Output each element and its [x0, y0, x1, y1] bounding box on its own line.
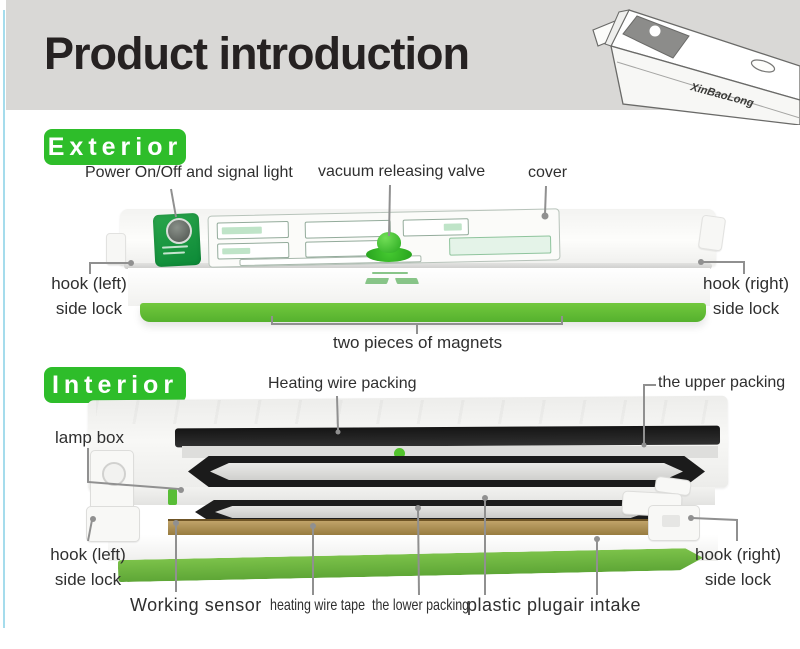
label-magnets: two pieces of magnets	[333, 333, 503, 352]
interior-left-latch	[86, 506, 140, 542]
vacuum-valve-knob	[377, 232, 401, 253]
interior-lid-gap	[182, 446, 718, 458]
interior-right-hook	[648, 505, 700, 541]
drawing-front-face	[610, 45, 800, 125]
label-working-sensor: Working sensor	[130, 595, 262, 615]
exterior-device-body	[128, 268, 710, 306]
label-vacuum-valve: vacuum releasing valve	[318, 163, 486, 180]
product-line-drawing: XinBaoLong	[592, 9, 800, 125]
power-button-icon	[166, 218, 192, 244]
vacuum-valve-base	[366, 247, 412, 262]
label-lower-packing: the lower packing	[372, 597, 470, 614]
exterior-device-lid-seam	[124, 263, 712, 269]
label-exterior-hook-right: hook (right) side lock	[703, 274, 789, 318]
label-exterior-hook-left: hook (left) side lock	[51, 274, 127, 318]
exterior-left-hook-tab	[106, 233, 126, 265]
label-upper-packing: the upper packing	[658, 374, 786, 391]
section-pill-exterior: Exterior	[44, 129, 186, 165]
label-air-intake: air intake	[563, 595, 642, 615]
instruction-note	[449, 235, 552, 256]
label-interior-hook-left: hook (left) side lock	[50, 545, 126, 589]
drawing-valve	[750, 59, 776, 73]
page-title: Product introduction	[44, 28, 470, 79]
drawing-end-face	[604, 9, 630, 47]
label-heating-wire-tape: heating wire tape	[270, 597, 366, 614]
lamp-box-lens	[102, 462, 126, 486]
interior-green-indicator	[394, 448, 405, 459]
upper-packing-strip	[174, 425, 721, 448]
interior-lid-ribs	[96, 400, 720, 424]
cover-logo-mark	[364, 278, 390, 284]
instruction-diagram	[217, 241, 290, 260]
section-pill-interior: Interior	[44, 367, 186, 403]
cover-logo-mark	[394, 278, 420, 284]
label-cover: cover	[528, 164, 568, 181]
instruction-diagram	[216, 220, 289, 240]
page-left-border	[3, 10, 5, 628]
label-lamp-box: lamp box	[55, 428, 124, 447]
label-interior-hook-right: hook (right) side lock	[695, 545, 781, 589]
interior-right-hook-notch	[662, 515, 680, 527]
instruction-diagram	[402, 218, 469, 237]
exterior-right-hook-tab	[697, 214, 727, 252]
label-heating-wire-packing: Heating wire packing	[268, 375, 417, 392]
label-plastic-plug: plastic plug	[467, 595, 564, 615]
working-sensor-led	[168, 489, 177, 505]
lid-gasket-inner	[210, 463, 683, 480]
cover-print-mark	[372, 272, 408, 274]
drawing-power-light	[649, 25, 661, 37]
exterior-device-green-stripe	[140, 303, 706, 322]
label-power-light: Power On/Off and signal light	[85, 164, 293, 181]
drawing-seam-line	[616, 61, 800, 119]
drawing-power-panel	[622, 15, 690, 59]
lower-gasket-inner	[215, 506, 648, 518]
